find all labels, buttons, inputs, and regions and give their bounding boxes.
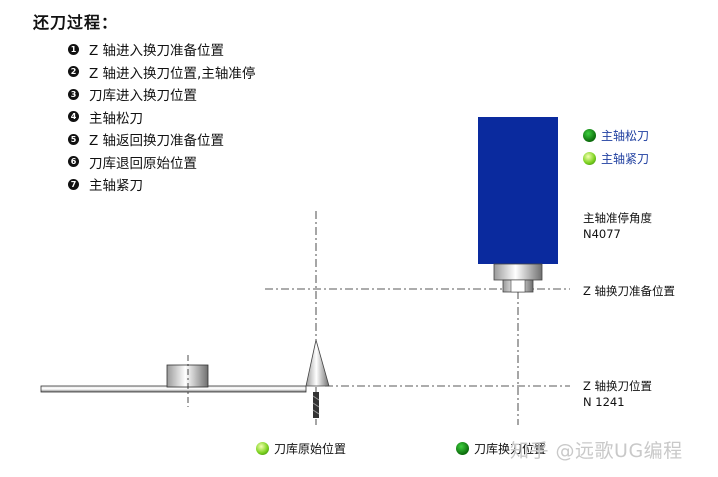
- step-item: 7 主轴紧刀: [68, 173, 255, 196]
- legend-spindle-release: 主轴松刀: [583, 127, 649, 144]
- watermark: 知乎 @远歌UG编程: [510, 440, 683, 462]
- step-text: 主轴松刀: [89, 110, 143, 127]
- z-change-label: Z 轴换刀位置: [583, 379, 653, 393]
- status-label: 刀库原始位置: [274, 442, 347, 456]
- step-item: 5 Z 轴返回换刀准备位置: [68, 128, 255, 151]
- step-text: Z 轴进入换刀位置,主轴准停: [89, 65, 256, 82]
- orient-angle-value: N4077: [583, 227, 621, 241]
- step-text: 主轴紧刀: [89, 178, 143, 195]
- step-number-badge: 2: [68, 66, 79, 78]
- step-number-badge: 5: [68, 133, 79, 145]
- indicator-light-icon: [583, 152, 596, 165]
- indicator-dark-icon: [583, 129, 596, 142]
- step-number-badge: 7: [68, 178, 79, 190]
- z-change-value: N 1241: [583, 395, 625, 409]
- step-list: 1 Z 轴进入换刀准备位置 2 Z 轴进入换刀位置,主轴准停 3 刀库进入换刀位置 4…: [68, 38, 255, 196]
- step-item: 3 刀库进入换刀位置: [68, 83, 255, 106]
- indicator-dark-icon: [456, 442, 469, 455]
- step-number-badge: 1: [68, 43, 79, 55]
- step-number-badge: 6: [68, 156, 79, 168]
- step-number-badge: 4: [68, 111, 79, 123]
- legend-label: 主轴松刀: [601, 129, 650, 143]
- status-label: 刀库换刀位置: [474, 442, 547, 456]
- z-ready-label: Z 轴换刀准备位置: [583, 284, 676, 298]
- step-text: Z 轴返回换刀准备位置: [89, 133, 225, 150]
- status-magazine-change: 刀库换刀位置: [456, 440, 546, 457]
- page-title: 还刀过程：: [33, 13, 119, 32]
- legend-spindle-clamp: 主轴紧刀: [583, 150, 649, 167]
- magazine-tool-holder: [166, 364, 209, 388]
- tool-cone: [305, 339, 330, 387]
- step-number-badge: 3: [68, 88, 79, 100]
- spindle-nose: [493, 263, 543, 281]
- legend-label: 主轴紧刀: [601, 152, 650, 166]
- step-item: 1 Z 轴进入换刀准备位置: [68, 38, 255, 61]
- step-text: 刀库进入换刀位置: [89, 88, 197, 105]
- orient-angle-label: 主轴准停角度: [583, 211, 652, 225]
- step-item: 2 Z 轴进入换刀位置,主轴准停: [68, 61, 255, 84]
- step-item: 4 主轴松刀: [68, 106, 255, 129]
- step-text: Z 轴进入换刀准备位置: [89, 43, 225, 60]
- step-item: 6 刀库退回原始位置: [68, 151, 255, 174]
- spindle-body: [478, 117, 558, 264]
- status-magazine-origin: 刀库原始位置: [256, 440, 346, 457]
- step-text: 刀库退回原始位置: [89, 155, 197, 172]
- indicator-light-icon: [256, 442, 269, 455]
